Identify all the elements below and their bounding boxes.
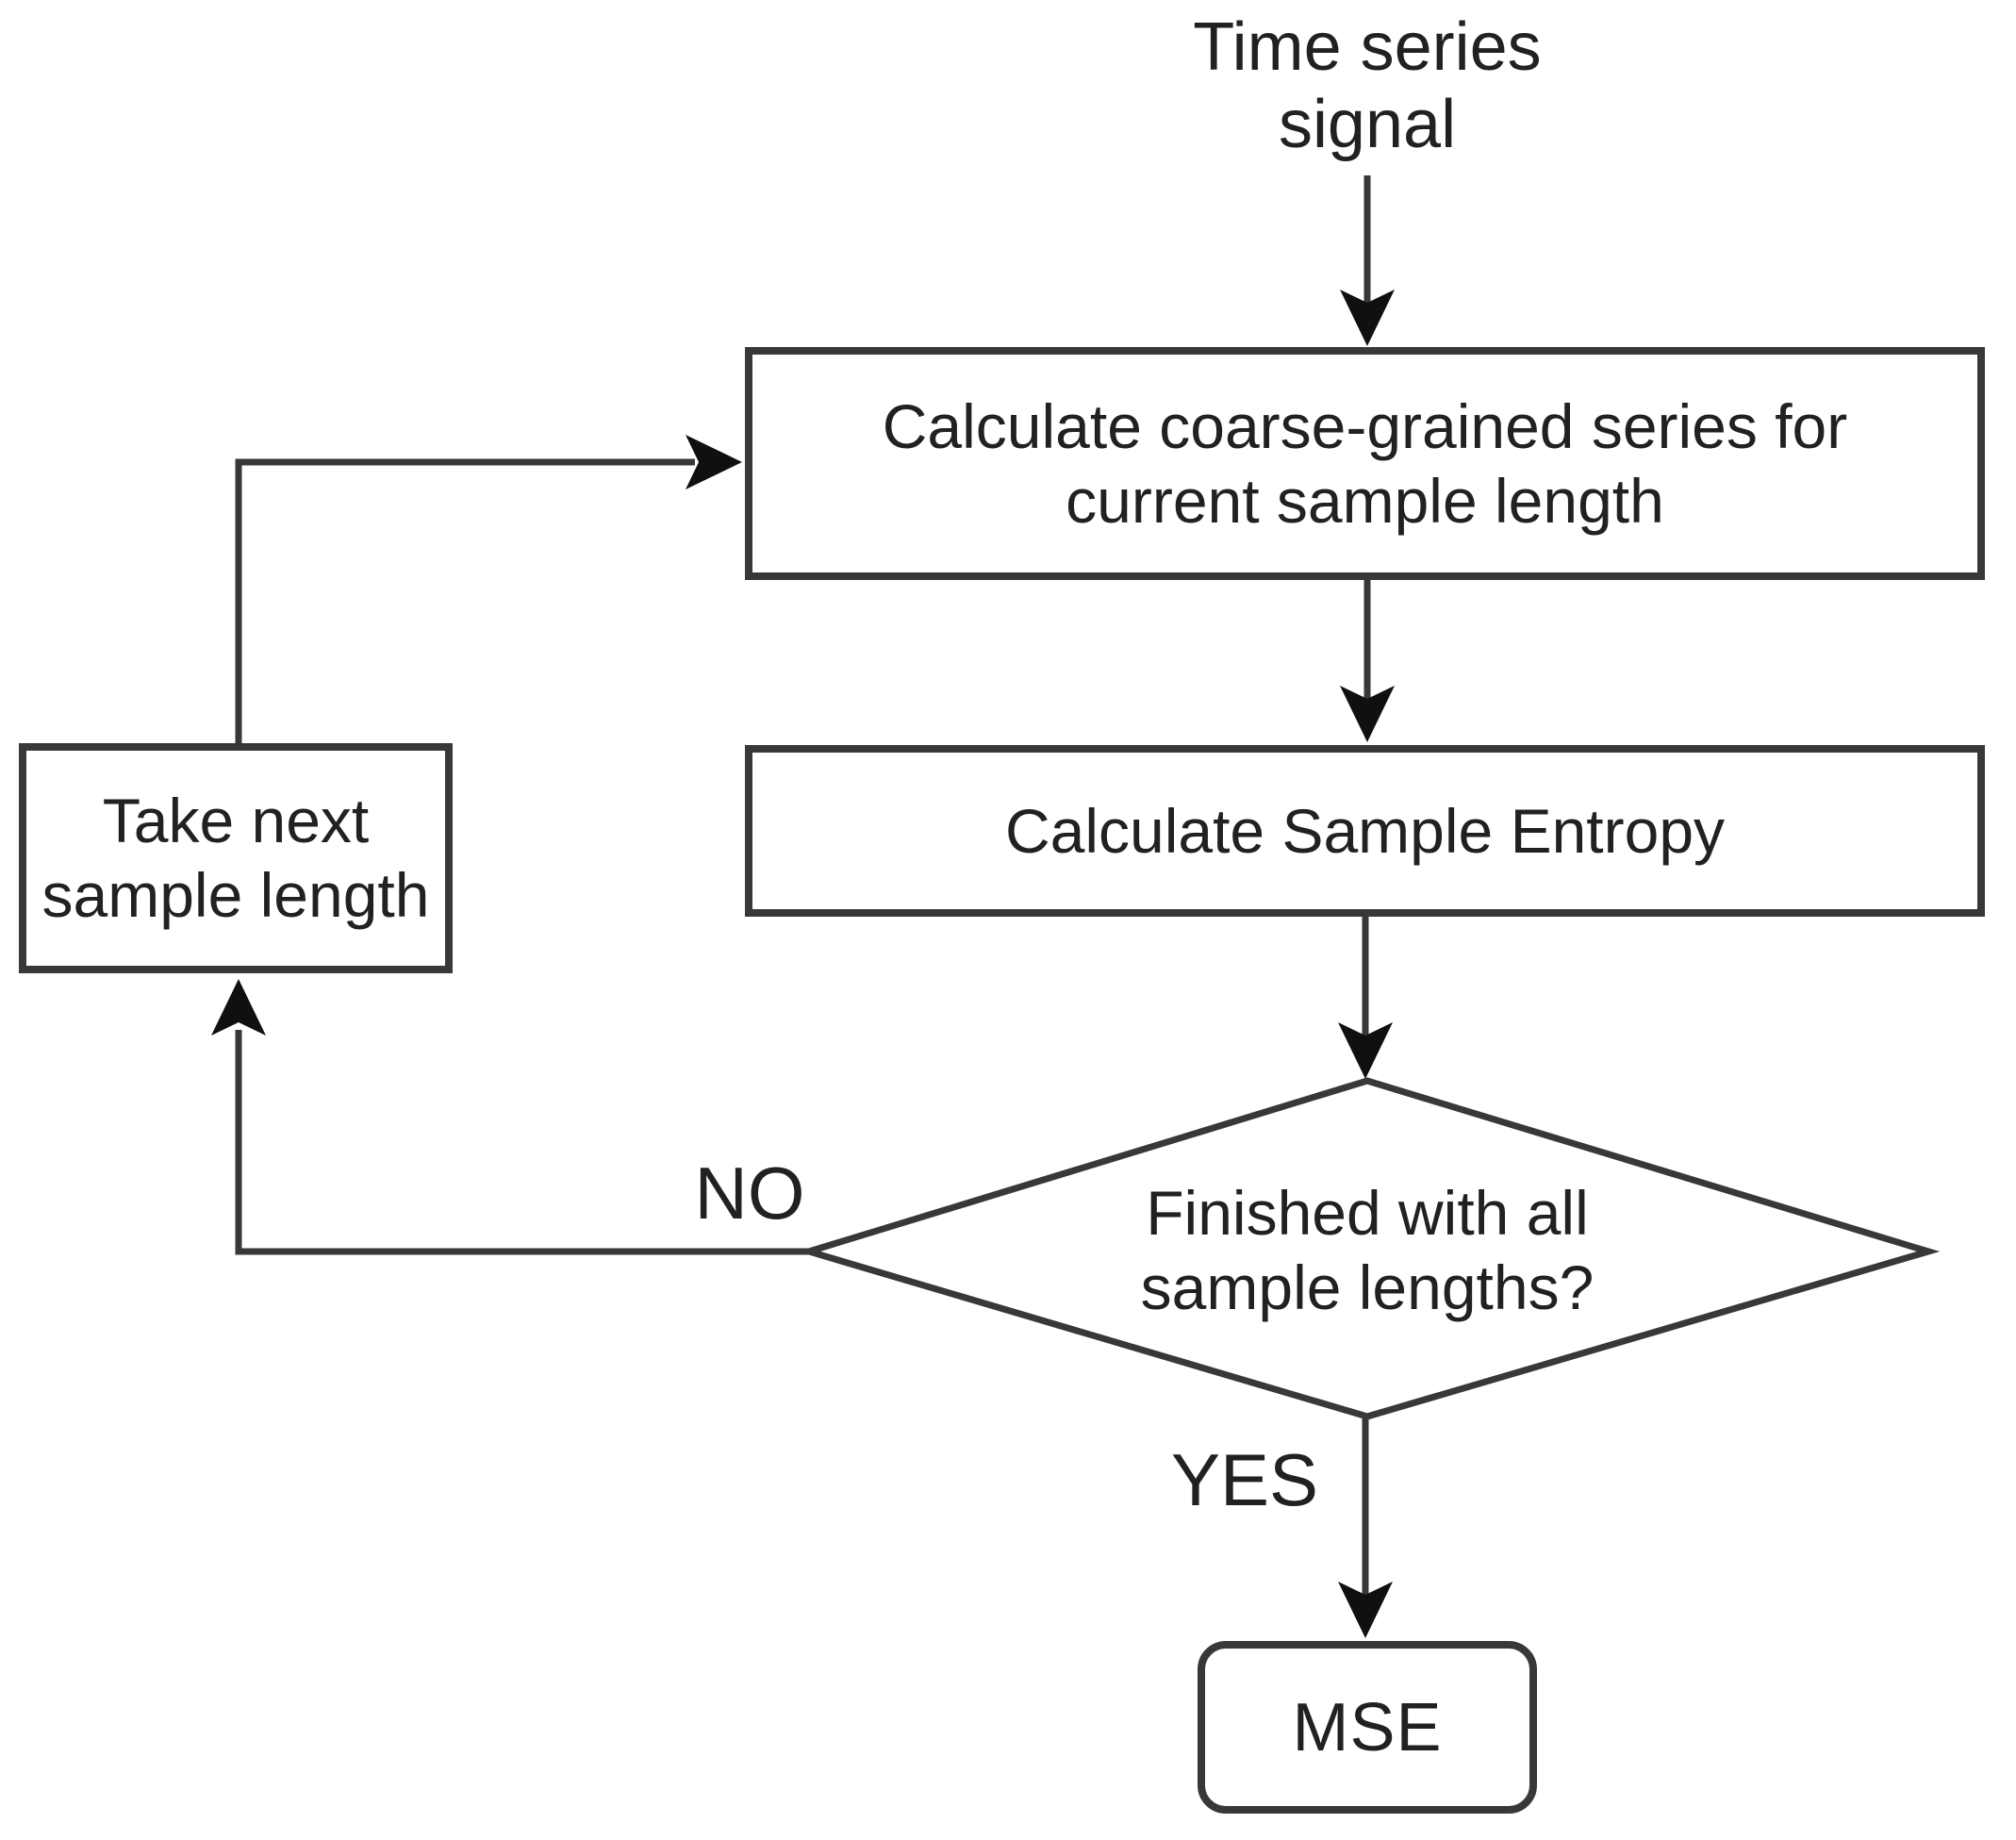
decision-diamond-label: Finished with all sample lengths? (943, 1141, 1792, 1360)
arrowhead-right-into-coarse-grained (686, 435, 742, 489)
decision-diamond-shape (797, 1077, 1941, 1420)
decision-line2: sample lengths? (1140, 1252, 1595, 1322)
process-coarse-grained-line2: current sample length (1066, 465, 1664, 536)
process-box-take-next-sample-length: Take next sample length (19, 743, 453, 973)
arrowhead-down-into-mse (1338, 1582, 1393, 1638)
terminator-box-mse: MSE (1198, 1641, 1537, 1814)
process-box-coarse-grained: Calculate coarse-grained series for curr… (745, 347, 1985, 580)
process-box-sample-entropy: Calculate Sample Entropy (745, 745, 1985, 917)
edge-loop-return-path (235, 458, 695, 743)
edge-label-no: NO (694, 1152, 805, 1235)
edge-label-yes: YES (1170, 1438, 1319, 1521)
start-label-line1: Time series (1193, 9, 1542, 85)
arrowhead-down-into-decision (1338, 1022, 1393, 1079)
arrowhead-up-into-take-next (211, 979, 266, 1036)
arrowhead-down-into-sample-entropy (1340, 686, 1395, 742)
process-take-next-line2: sample length (41, 860, 430, 930)
edge-no-path (235, 1030, 809, 1255)
process-sample-entropy-label: Calculate Sample Entropy (1004, 795, 1726, 866)
arrowhead-down-into-coarse-grained (1340, 290, 1395, 346)
decision-line1: Finished with all (1146, 1178, 1589, 1248)
start-label-time-series-signal: Time series signal (1084, 6, 1650, 166)
process-coarse-grained-line1: Calculate coarse-grained series for (882, 390, 1848, 461)
process-take-next-line1: Take next (102, 786, 370, 855)
start-label-line2: signal (1278, 87, 1457, 162)
